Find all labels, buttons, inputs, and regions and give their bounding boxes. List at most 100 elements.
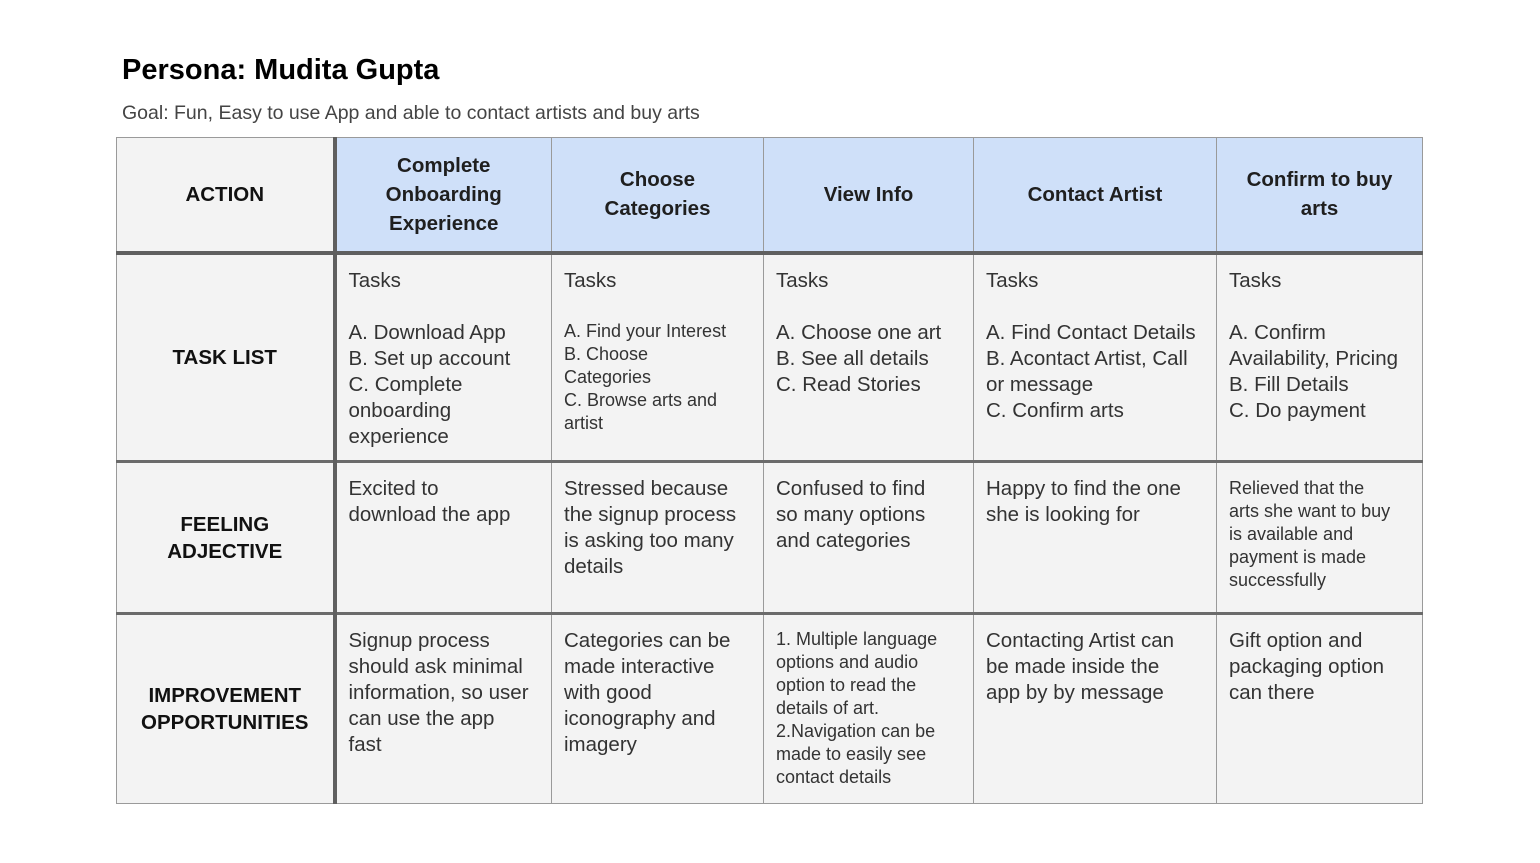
text-line: Experience	[389, 211, 499, 235]
text-line: onboarding	[348, 398, 452, 422]
text-line: should ask minimal	[348, 655, 523, 678]
text-line: Tasks	[1229, 268, 1282, 292]
text-line: made interactive	[564, 655, 715, 678]
persona-title: Persona: Mudita Gupta	[122, 54, 440, 86]
feeling-row: FEELING ADJECTIVE Excited to download the …	[116, 461, 1423, 615]
text-line: is available and	[1229, 524, 1354, 544]
text-line: Availability, Pricing	[1229, 346, 1399, 370]
text-line: option to read the	[776, 675, 917, 695]
feeling-cell: Excited to download the app	[334, 461, 552, 615]
text-line: OPPORTUNITIES	[141, 711, 309, 734]
text-line: Categories	[604, 197, 711, 221]
text-line: IMPROVEMENT	[148, 684, 302, 707]
text-line: Signup process	[348, 629, 490, 652]
text-line: options and audio	[776, 652, 919, 672]
improvement-cell: Signup process should ask minimal informat…	[334, 613, 552, 804]
text-line: details	[564, 555, 624, 578]
text-line: Complete	[397, 153, 491, 177]
text-line: Relieved that the	[1229, 478, 1365, 498]
text-line: Tasks	[564, 268, 617, 292]
text-line: details of art.	[776, 698, 880, 718]
action-header: ACTION	[116, 137, 337, 255]
text-line: experience	[348, 424, 449, 448]
feeling-label: FEELING ADJECTIVE	[116, 461, 337, 615]
text-line: C. Browse arts and	[564, 389, 718, 410]
text-line: Confused to find	[776, 477, 926, 500]
text-line: Happy to find the one	[986, 477, 1181, 500]
text-line: so many options	[776, 503, 926, 526]
text-line: she is looking for	[986, 503, 1140, 526]
text-line: A. Find your Interest	[564, 320, 727, 341]
text-line: payment is made	[1229, 547, 1367, 567]
text-line: FEELING	[180, 512, 270, 536]
feeling-cell: Happy to find the one she is looking for	[973, 461, 1217, 615]
text-line: A. Download App	[348, 320, 506, 344]
line-gap	[776, 294, 965, 320]
text-line: ADJECTIVE	[167, 539, 283, 563]
text-line: Stressed because	[564, 477, 729, 500]
stage-header-view-info: View Info	[763, 137, 974, 255]
text-line: the signup process	[564, 503, 737, 526]
text-line: imagery	[564, 733, 637, 756]
text-line: packaging option	[1229, 655, 1385, 678]
text-line: artist	[564, 412, 604, 433]
text-line: information, so user	[348, 681, 529, 704]
text-line: View Info	[823, 182, 914, 206]
improvement-label: IMPROVEMENT OPPORTUNITIES	[116, 613, 337, 804]
text-line: Choose	[619, 168, 696, 192]
text-line: 1. Multiple language	[776, 629, 938, 649]
text-line: TASK LIST	[172, 345, 277, 369]
text-line: Contacting Artist can	[986, 629, 1175, 652]
improvement-cell: 1. Multiple language options and audio opt…	[763, 613, 974, 804]
task-list-label: TASK LIST	[116, 252, 337, 463]
text-line: Categories can be	[564, 629, 731, 652]
line-gap	[1229, 294, 1414, 320]
text-line: Excited to	[348, 477, 439, 500]
text-line: download the app	[348, 503, 511, 526]
text-line: fast	[348, 733, 382, 756]
text-line: Tasks	[348, 268, 401, 292]
text-line: or message	[986, 372, 1094, 396]
text-line: C. Do payment	[1229, 398, 1366, 422]
text-line: arts she want to buy	[1229, 501, 1391, 521]
text-line: B. See all details	[776, 346, 929, 370]
text-line: can use the app	[348, 707, 495, 730]
text-line: A. Find Contact Details	[986, 320, 1196, 344]
text-line: can there	[1229, 681, 1315, 704]
line-gap	[986, 294, 1208, 320]
text-line: C. Complete	[348, 372, 463, 396]
feeling-cell: Relieved that the arts she want to buy is …	[1216, 461, 1423, 615]
text-line: made to easily see	[776, 744, 927, 764]
text-line: Gift option and	[1229, 629, 1363, 652]
line-gap	[349, 294, 544, 320]
text-line: with good	[564, 681, 652, 704]
text-line: contact details	[776, 767, 892, 787]
improvement-cell: Categories can be made interactive with go…	[551, 613, 764, 804]
improvement-row: IMPROVEMENT OPPORTUNITIES Signup process s…	[116, 613, 1423, 804]
text-line: B. Choose	[564, 343, 649, 364]
text-line: app by by message	[986, 681, 1164, 704]
text-line: be made inside the	[986, 655, 1160, 678]
text-line: B. Fill Details	[1229, 372, 1349, 396]
text-line: A. Confirm	[1229, 320, 1326, 344]
text-line: 2.Navigation can be	[776, 721, 936, 741]
improvement-cell: Gift option and packaging option can there	[1216, 613, 1423, 804]
feeling-cell: Confused to find so many options and categ…	[763, 461, 974, 615]
text-line: and categories	[776, 529, 911, 552]
text-line: is asking too many	[564, 529, 734, 552]
text-line: iconography and	[564, 707, 716, 730]
text-line: C. Read Stories	[776, 372, 921, 396]
improvement-cell: Contacting Artist can be made inside the a…	[973, 613, 1217, 804]
text-line: arts	[1300, 197, 1339, 221]
text-line: C. Confirm arts	[986, 398, 1124, 422]
